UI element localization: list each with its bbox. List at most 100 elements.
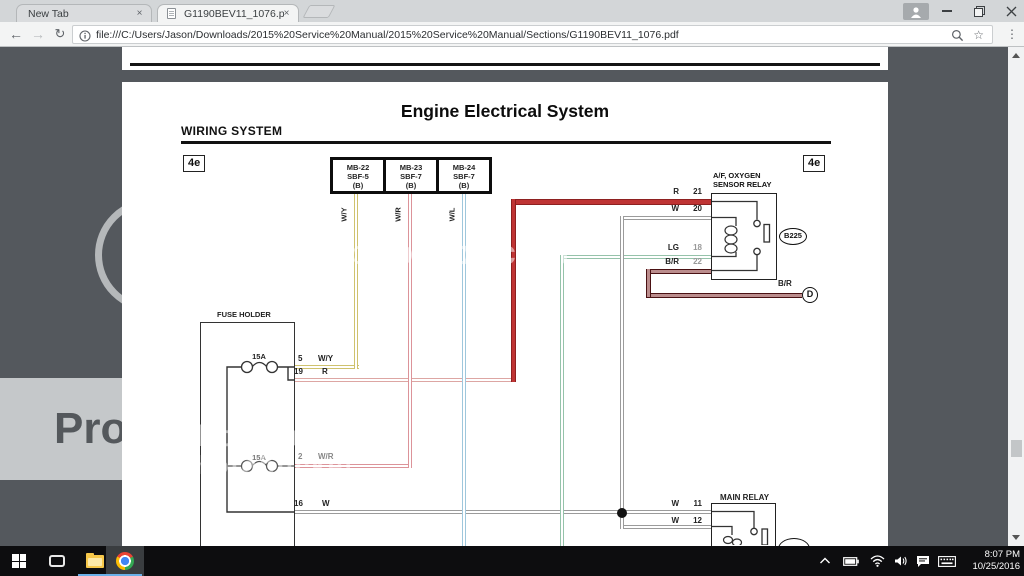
close-window-button[interactable]: [996, 0, 1024, 22]
wire-label: W/L: [447, 207, 457, 222]
bookmark-star-icon[interactable]: ☆: [973, 28, 984, 42]
pin-number: 20: [693, 204, 702, 213]
restore-button[interactable]: [964, 0, 994, 22]
page-info-icon[interactable]: [79, 29, 91, 47]
tab-strip: New Tab × G1190BEV11_1076.pdf ×: [0, 0, 1024, 22]
section-rule: [181, 141, 831, 144]
pin-number: 22: [693, 257, 702, 266]
active-app-indicator: [108, 574, 142, 576]
wire-label: W/Y: [339, 207, 349, 222]
diagram-title: Engine Electrical System: [400, 101, 610, 121]
speaker-icon[interactable]: [892, 553, 910, 569]
wire-wy-pin5: [295, 364, 359, 370]
fuse-holder-box: [200, 322, 295, 546]
wire-br-pin22: [648, 268, 712, 274]
previous-page-rule: [130, 63, 880, 66]
pdf-page-previous: [122, 47, 888, 70]
wire-w-pin20: [622, 215, 712, 221]
tab-pdf[interactable]: G1190BEV11_1076.pdf ×: [157, 4, 299, 22]
watermark-banner-text: Prot: [54, 404, 122, 453]
wire-wr-vertical: [407, 194, 413, 468]
task-view-icon: [49, 555, 65, 567]
pin-number: 5: [298, 354, 303, 363]
new-tab-button[interactable]: [302, 5, 336, 18]
pin-number: 19: [294, 367, 303, 376]
wire-w-vertical: [619, 215, 625, 529]
pin-wire: R: [322, 367, 328, 376]
address-bar[interactable]: file:///C:/Users/Jason/Downloads/2015%20…: [72, 25, 993, 44]
tab-title: G1190BEV11_1076.pdf: [184, 8, 284, 20]
close-icon[interactable]: ×: [136, 8, 143, 19]
scroll-up-icon[interactable]: [1012, 53, 1020, 58]
tab-new-tab[interactable]: New Tab ×: [16, 4, 152, 22]
forward-button[interactable]: →: [31, 26, 45, 42]
pdf-viewer: Prot Engine Electrical System WIRING SYS…: [0, 47, 1024, 546]
clock-date: 10/25/2016: [972, 561, 1020, 572]
battery-icon[interactable]: [842, 553, 860, 569]
url-text: file:///C:/Users/Jason/Downloads/2015%20…: [96, 29, 679, 41]
pin-wire: W: [671, 516, 679, 525]
back-button[interactable]: ←: [9, 26, 23, 42]
scrollbar-thumb[interactable]: [1011, 440, 1022, 457]
taskbar: 8:07 PM 10/25/2016: [0, 546, 1024, 576]
close-icon[interactable]: ×: [283, 8, 290, 19]
chrome-taskbar-button[interactable]: [106, 546, 144, 576]
connector-d: D: [802, 287, 818, 303]
af-relay-internals: [712, 200, 771, 272]
connector-b225: B225: [779, 228, 807, 245]
pin-wire: W: [671, 499, 679, 508]
pin-wire: LG: [667, 243, 679, 252]
wire-wr-pin2: [295, 463, 412, 469]
wire-wl-vertical: [461, 194, 467, 546]
zoom-icon[interactable]: [951, 29, 964, 47]
keyboard-icon[interactable]: [938, 553, 956, 569]
junction-dot: [617, 508, 627, 518]
reload-button[interactable]: ↻: [54, 26, 66, 41]
wire-r-pin19: [295, 377, 515, 383]
watermark-left-strip: Prot: [0, 47, 122, 546]
chrome-icon: [116, 552, 134, 570]
pdf-page: Engine Electrical System WIRING SYSTEM 4…: [122, 82, 888, 546]
file-explorer-button[interactable]: [76, 546, 114, 576]
clock-time: 8:07 PM: [984, 549, 1020, 560]
grid-ref-left: 4e: [183, 155, 206, 172]
task-view-button[interactable]: [38, 546, 76, 576]
wire-label: W/R: [393, 207, 403, 222]
minimize-button[interactable]: [932, 0, 962, 22]
clock[interactable]: 8:07 PM 10/25/2016: [964, 549, 1020, 573]
branch-wire-label: B/R: [778, 279, 792, 288]
profile-icon[interactable]: [903, 3, 929, 20]
fuse-rating: 15A: [252, 453, 266, 462]
watermark-banner: Prot: [0, 378, 122, 480]
pin-number: 2: [298, 452, 303, 461]
start-button[interactable]: [0, 546, 38, 576]
tray-chevron-up-icon[interactable]: [816, 553, 834, 569]
wire-br-vertical: [645, 268, 651, 297]
scroll-down-icon[interactable]: [1012, 535, 1020, 540]
watermark-tile: photobucket: [347, 234, 573, 272]
pin-wire: R: [673, 187, 679, 196]
pin-number: 12: [693, 516, 702, 525]
pin-wire: W: [671, 204, 679, 213]
wire-br-branch: [645, 292, 802, 298]
pin-wire: B/R: [665, 257, 679, 266]
wire-r-horizontal: [513, 199, 713, 205]
open-app-indicator: [78, 574, 112, 576]
wifi-icon[interactable]: [868, 553, 886, 569]
wire-lg-vertical: [559, 254, 565, 546]
wire-r-vertical: [510, 199, 516, 382]
menu-icon[interactable]: ⋮: [1006, 27, 1018, 41]
fuse-holder-label: FUSE HOLDER: [217, 310, 271, 319]
watermark-circle: [95, 198, 122, 312]
pin-wire: W/Y: [318, 354, 334, 363]
af-relay-box: [711, 193, 777, 280]
browser-toolbar: ← → ↻ file:///C:/Users/Jason/Downloads/2…: [0, 22, 1024, 47]
grid-ref-right: 4e: [803, 155, 826, 172]
action-center-icon[interactable]: [914, 553, 932, 569]
scrollbar[interactable]: [1008, 47, 1024, 546]
